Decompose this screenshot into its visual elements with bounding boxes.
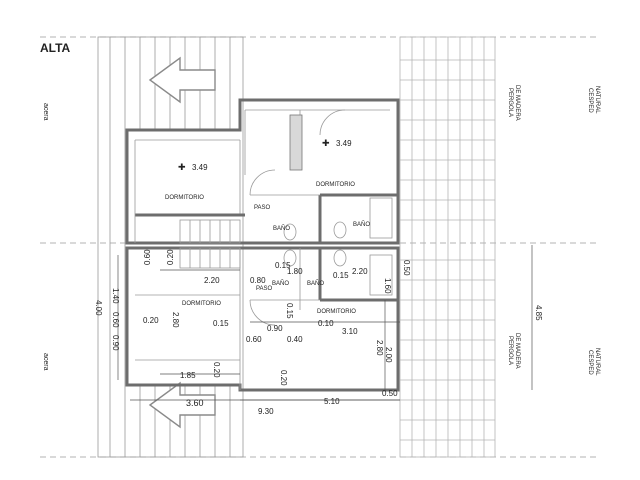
dim-4-85: 4.85 — [534, 305, 543, 321]
svg-text:DE MADERA: DE MADERA — [514, 85, 520, 121]
dim-0-10: 0.10 — [318, 319, 334, 328]
svg-text:PERGOLA: PERGOLA — [507, 88, 513, 117]
cesped-label-top: CESPED NATURAL — [587, 86, 600, 114]
dim-3-60: 3.60 — [186, 398, 204, 408]
pergola-label-bottom: PERGOLA DE MADERA — [507, 333, 520, 369]
dim-0-20: 0.20 — [166, 249, 175, 265]
arrow-left-bottom-icon — [148, 381, 216, 429]
room-bano-2: BAÑO — [353, 221, 370, 228]
dim-0-40: 0.40 — [287, 335, 303, 344]
dim-1-80: 1.80 — [287, 267, 303, 276]
dim-2-80: 2.80 — [171, 312, 180, 328]
dim-0-80: 0.80 — [250, 276, 266, 285]
cesped-label-bottom: CESPED NATURAL — [587, 348, 600, 376]
dimension-labels: 0.60 0.20 2.20 0.80 0.15 1.80 0.15 2.20 … — [94, 249, 543, 416]
dim-0-15: 0.15 — [333, 271, 349, 280]
dim-0-90: 0.90 — [267, 324, 283, 333]
dimension-lines — [117, 255, 400, 401]
dim-0-20: 0.20 — [279, 370, 288, 386]
svg-text:PERGOLA: PERGOLA — [507, 336, 513, 365]
pergola-grid — [399, 36, 496, 458]
room-bano-4: BAÑO — [307, 280, 324, 287]
room-dormitorio-3: DORMITORIO — [182, 301, 221, 307]
dim-4-00: 4.00 — [94, 300, 103, 316]
dim-3-10: 3.10 — [342, 327, 358, 336]
svg-text:NATURAL: NATURAL — [594, 348, 600, 376]
room-dormitorio-2: DORMITORIO — [316, 182, 355, 188]
dim-1-40: 1.40 — [111, 288, 120, 304]
svg-text:CESPED: CESPED — [587, 88, 593, 113]
acera-label-top: acera — [42, 103, 49, 121]
dim-0-60: 0.60 — [111, 312, 120, 328]
dim-2-20: 2.20 — [204, 276, 220, 285]
dim-0-50: 0.50 — [402, 260, 411, 276]
pergola-label-top: PERGOLA DE MADERA — [507, 85, 520, 121]
level-marker-icon: ✚ — [178, 162, 186, 172]
upper-unit-walls — [125, 98, 400, 245]
dim-9-30: 9.30 — [258, 407, 274, 416]
dim-1-60: 1.60 — [383, 278, 392, 294]
dim-2-80: 2.80 — [375, 340, 384, 356]
level-value-2: 3.49 — [336, 139, 352, 148]
dim-2-20: 2.20 — [352, 267, 368, 276]
svg-text:NATURAL: NATURAL — [594, 86, 600, 114]
room-dormitorio-1: DORMITORIO — [165, 195, 204, 201]
plan-title: ALTA — [40, 41, 71, 55]
dim-0-15: 0.15 — [275, 261, 291, 270]
acera-label-bottom: acera — [42, 353, 49, 371]
svg-text:CESPED: CESPED — [587, 350, 593, 375]
dim-0-90: 0.90 — [111, 335, 120, 351]
arrow-left-top-icon — [148, 56, 216, 104]
dim-0-15: 0.15 — [285, 303, 294, 319]
dim-5-10: 5.10 — [324, 397, 340, 406]
room-paso-1: PASO — [254, 205, 271, 211]
room-bano-1: BAÑO — [273, 225, 290, 232]
room-paso-2: PASO — [256, 286, 273, 292]
dim-0-20: 0.20 — [143, 316, 159, 325]
room-dormitorio-4: DORMITORIO — [317, 309, 356, 315]
dim-0-20: 0.20 — [212, 362, 221, 378]
level-value-1: 3.49 — [192, 163, 208, 172]
level-marker-icon: ✚ — [322, 138, 330, 148]
svg-text:DE MADERA: DE MADERA — [514, 333, 520, 369]
dim-0-15: 0.15 — [213, 319, 229, 328]
room-bano-3: BAÑO — [272, 280, 289, 287]
dim-0-50: 0.50 — [382, 389, 398, 398]
dim-2-00: 2.00 — [384, 347, 393, 363]
dim-1-85: 1.85 — [180, 371, 196, 380]
dim-0-60: 0.60 — [246, 335, 262, 344]
dim-0-60: 0.60 — [143, 249, 152, 265]
